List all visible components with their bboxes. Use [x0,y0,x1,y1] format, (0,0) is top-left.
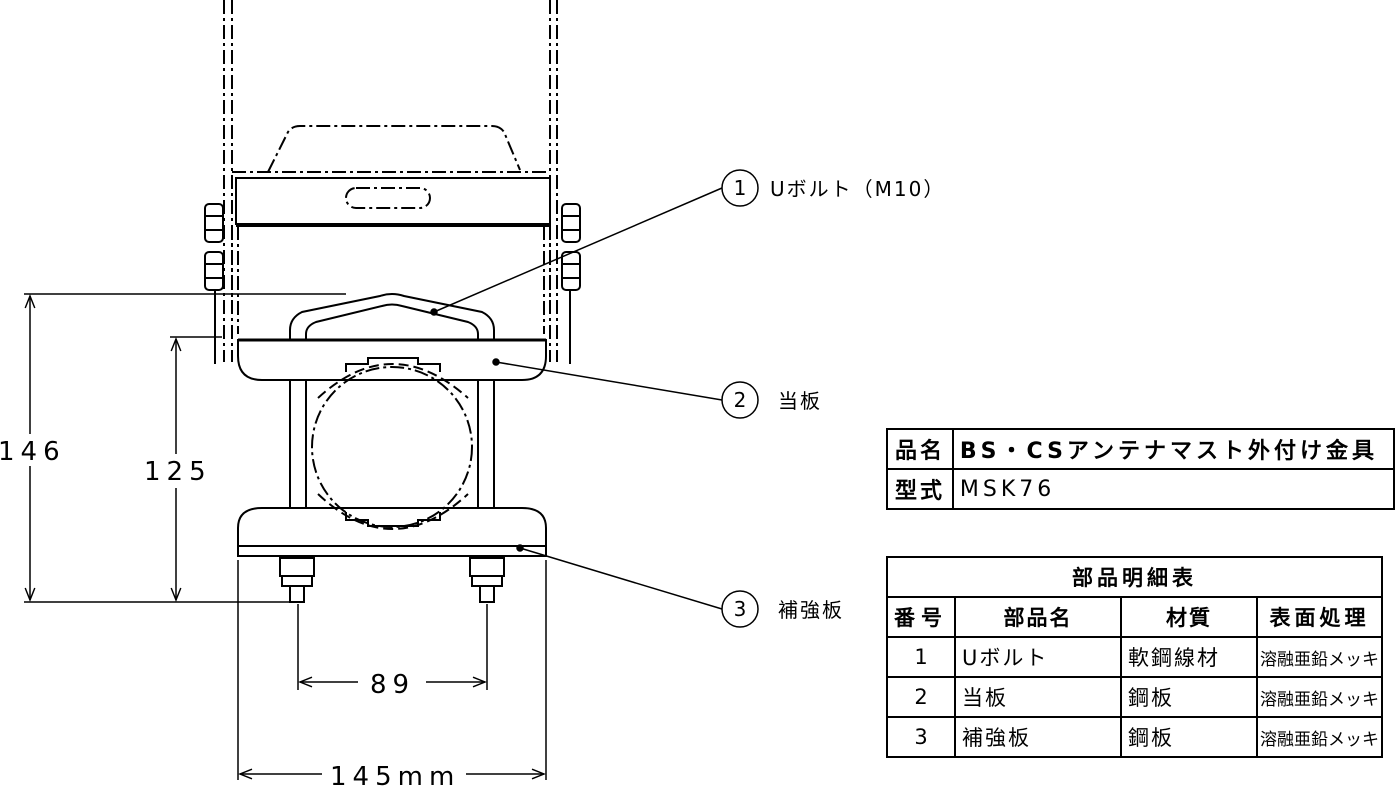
callout-2-label: 当板 [778,389,822,413]
table-row: 3 補強板 鋼板 溶融亜鉛メッキ [886,716,1383,758]
model-value: MSK76 [951,468,1395,510]
col-header-part-name: 部品名 [954,596,1122,638]
row-finish: 溶融亜鉛メッキ [1256,716,1383,758]
callout-3-label: 補強板 [778,598,844,622]
dim-89 [297,604,488,690]
dim-146 [24,293,346,603]
callout-2-number: 2 [734,388,747,412]
row-material: 鋼板 [1120,676,1258,718]
backing-plate [237,338,547,381]
parts-table-caption: 部品明細表 [886,556,1383,598]
callout-3-number: 3 [734,597,747,621]
table-row: 2 当板 鋼板 溶融亜鉛メッキ [886,676,1383,718]
parts-table: 部品明細表 番号 部品名 材質 表面処理 1 Uボルト 軟鋼線材 溶融亜鉛メッキ… [886,556,1383,758]
row-part-name: Uボルト [954,636,1122,678]
product-name: BS・CSアンテナマスト外付け金具 [951,428,1395,470]
mast-phantom [223,0,558,528]
row-number: 2 [886,676,956,718]
dim-125 [170,336,222,602]
u-bolt [289,293,495,508]
clamp-block [235,177,551,227]
col-header-material: 材質 [1120,596,1258,638]
callout-1-label: Uボルト（M10） [770,177,945,201]
parts-header-row: 番号 部品名 材質 表面処理 [886,596,1383,638]
row-finish: 溶融亜鉛メッキ [1256,676,1383,718]
col-header-number: 番号 [886,596,956,638]
product-name-label: 品名 [886,428,954,470]
row-number: 1 [886,636,956,678]
reinforcement-plate [237,507,547,557]
parts-caption-row: 部品明細表 [886,556,1383,598]
dim-125-label: 125 [144,457,212,487]
dim-146-label: 146 [0,437,66,467]
model-label: 型式 [886,468,954,510]
row-material: 軟鋼線材 [1120,636,1258,678]
bottom-nuts [279,557,505,603]
model-row: 型式 MSK76 [886,468,1395,510]
dim-145-label: 145mm [330,762,460,791]
dim-89-label: 89 [370,670,415,700]
col-header-finish: 表面処理 [1256,596,1383,638]
callout-1-number: 1 [734,176,747,200]
row-part-name: 補強板 [954,716,1122,758]
dim-145 [237,560,547,780]
mast-pipe [317,357,469,530]
side-nuts [204,203,581,364]
row-part-name: 当板 [954,676,1122,718]
row-material: 鋼板 [1120,716,1258,758]
table-row: 1 Uボルト 軟鋼線材 溶融亜鉛メッキ [886,636,1383,678]
title-row: 品名 BS・CSアンテナマスト外付け金具 [886,428,1395,470]
row-finish: 溶融亜鉛メッキ [1256,636,1383,678]
row-number: 3 [886,716,956,758]
title-block: 品名 BS・CSアンテナマスト外付け金具 型式 MSK76 [886,428,1395,510]
